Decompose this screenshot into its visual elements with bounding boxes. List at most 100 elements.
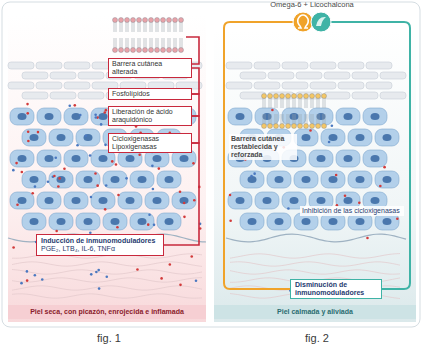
cell-nucleus	[57, 218, 66, 225]
cell-nucleus	[329, 176, 338, 183]
corneum-cell	[296, 72, 322, 79]
cell-nucleus	[356, 176, 365, 183]
cell-nucleus	[72, 155, 81, 162]
mediator-dot	[169, 263, 172, 266]
cell-nucleus	[180, 155, 189, 162]
barrier-label: Barrera cutánea restablecida y reforzada	[229, 134, 297, 160]
connector-line	[192, 68, 199, 94]
diagram-title: Omega-6 + Licochalcona	[232, 1, 392, 10]
mediator-dot	[331, 124, 334, 127]
lipid-head	[179, 18, 184, 23]
skin-cells-right	[226, 62, 406, 298]
corneum-cell	[8, 82, 34, 89]
skin-cell	[103, 171, 127, 188]
mediator-dot	[229, 194, 232, 197]
label-box: Cicloxigenasas Lipoxigenasas	[108, 133, 192, 153]
node-text: Inducción de inmunomoduladores	[41, 237, 159, 245]
cell-nucleus	[317, 197, 326, 204]
lipid-head	[173, 18, 178, 23]
mediator-dot	[148, 213, 151, 216]
mediator-dot	[57, 185, 60, 188]
label-box: Barrera cutánea alterada	[108, 58, 192, 78]
lipid-head	[316, 124, 321, 129]
lipid-head	[304, 124, 309, 129]
node-text: Barrera cutánea alterada	[112, 60, 188, 76]
skin-cell	[157, 171, 181, 188]
lipid-head	[292, 94, 297, 99]
mediator-dot	[63, 167, 66, 170]
mediator-dot	[104, 208, 107, 211]
corneum-cell	[338, 82, 364, 89]
mediator-dot	[16, 203, 19, 206]
omega-symbol	[298, 15, 309, 28]
lipid-head	[310, 94, 315, 99]
cell-nucleus	[317, 113, 326, 120]
leaf-symbol	[316, 17, 326, 26]
cell-nucleus	[45, 197, 54, 204]
skin-cell	[348, 171, 372, 188]
cell-nucleus	[18, 197, 27, 204]
lipid-head	[167, 18, 172, 23]
lipid-head	[149, 48, 154, 53]
lipid-head	[155, 18, 160, 23]
corneum-cell	[50, 72, 76, 79]
lipid-head	[125, 48, 130, 53]
cell-nucleus	[84, 134, 93, 141]
skin-cell	[76, 171, 100, 188]
dermis-fibre	[230, 254, 400, 259]
skin-cell	[145, 192, 169, 209]
skin-cell	[103, 213, 127, 230]
mediator-dot	[104, 144, 107, 147]
skin-cell	[49, 213, 73, 230]
skin-cell	[37, 150, 61, 167]
mediator-dot	[358, 202, 361, 205]
mediator-dot	[271, 109, 274, 112]
lipid-head	[304, 94, 309, 99]
lipid-head	[274, 124, 279, 129]
corneum-cell	[78, 92, 104, 99]
lipid-head	[310, 124, 315, 129]
mediator-dot	[309, 129, 312, 132]
phospholipid-bilayer	[262, 94, 327, 129]
mediator-dot	[158, 167, 161, 170]
connector-line	[164, 143, 199, 245]
node-subtext: PGE₂, LTB₄, IL-6, TNFα	[41, 245, 159, 253]
mediator-dot	[98, 287, 101, 290]
skin-cell	[49, 171, 73, 188]
mediator-dot	[96, 184, 99, 187]
mediator-dot	[27, 140, 30, 143]
mediator-dot	[95, 116, 98, 119]
cell-nucleus	[30, 176, 39, 183]
panel-right	[214, 30, 416, 322]
cell-nucleus	[248, 218, 257, 225]
skin-cell	[91, 192, 115, 209]
corneum-cell	[226, 82, 252, 89]
mediator-dot	[89, 154, 92, 157]
basal-membrane	[226, 234, 406, 242]
node-text: Piel calmada y aliviada	[217, 308, 413, 316]
corneum-cell	[64, 82, 90, 89]
cell-nucleus	[302, 176, 311, 183]
dermis-fibre	[12, 270, 202, 275]
skin-cell	[363, 108, 387, 125]
cell-nucleus	[356, 218, 365, 225]
cell-nucleus	[138, 176, 147, 183]
panel-left	[8, 15, 206, 322]
connector-line	[192, 94, 199, 116]
cell-nucleus	[263, 113, 272, 120]
cell-nucleus	[290, 197, 299, 204]
corneum-cell	[352, 92, 378, 99]
lipid-head	[143, 48, 148, 53]
mediator-dot	[21, 171, 24, 174]
lipid-head	[119, 18, 124, 23]
licochalcona-icon	[311, 12, 331, 32]
lipid-head	[143, 18, 148, 23]
skin-cell	[64, 150, 88, 167]
corneum-cell	[64, 62, 90, 69]
lipid-head	[322, 94, 327, 99]
node-text: Cicloxigenasas Lipoxigenasas	[112, 135, 188, 151]
corneum-cell	[50, 92, 76, 99]
mediator-dot	[94, 172, 97, 175]
